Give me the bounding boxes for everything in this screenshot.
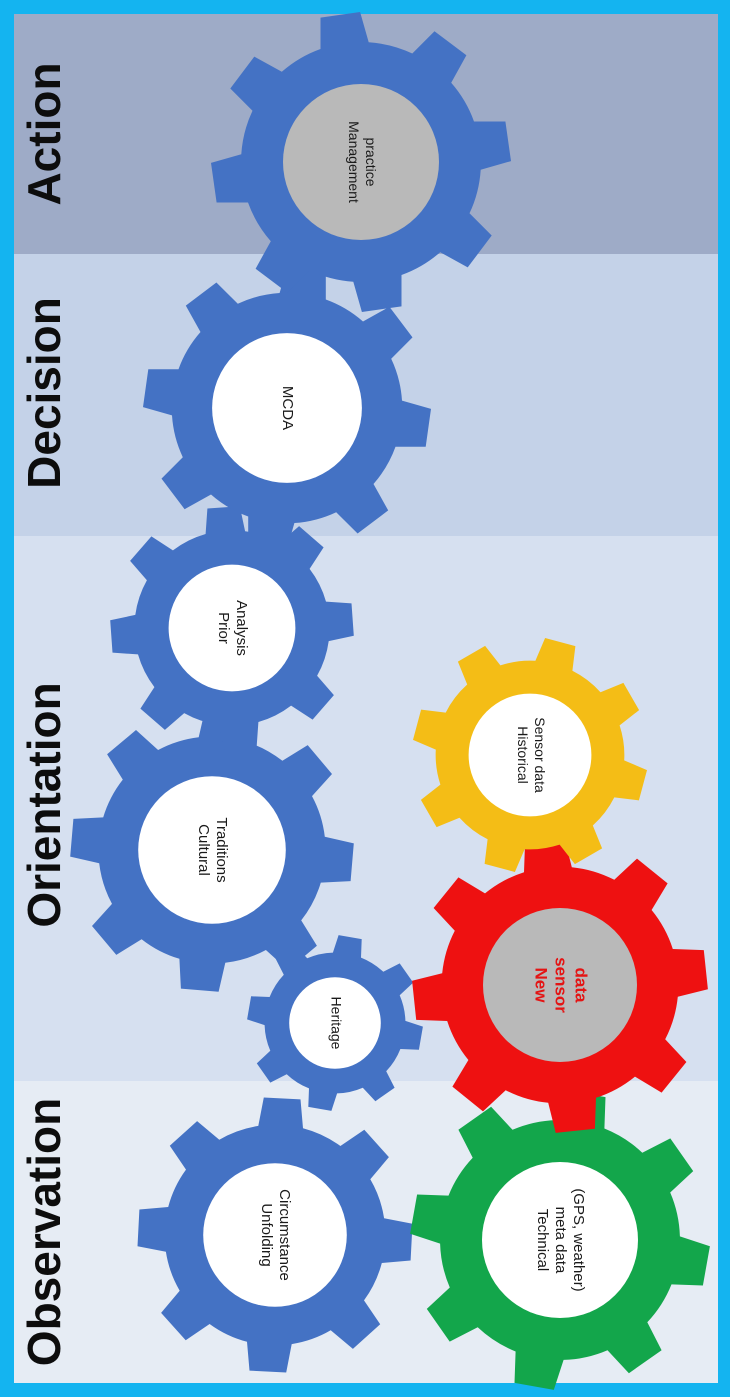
gear-label: Traditions [213, 817, 230, 882]
gear-label: Circumstance [276, 1189, 293, 1281]
gear-hub [468, 693, 592, 817]
gear-heritage: Heritage [247, 935, 423, 1111]
gear-label: Historical [515, 726, 531, 784]
gear-label: Prior [215, 612, 232, 644]
gear-label: data [572, 968, 591, 1004]
gear-label: MCDA [279, 386, 296, 430]
gear-label: Sensor data [532, 717, 548, 793]
stage-label-orientation: Orientation [18, 682, 70, 927]
gear-hub [289, 977, 381, 1069]
gear-mcda: MCDA [143, 264, 431, 552]
gear-hub [138, 776, 286, 924]
gear-label: Technical [534, 1209, 551, 1272]
gear-label: sensor [552, 957, 571, 1013]
gear-hub [168, 564, 296, 692]
gear-hub [203, 1163, 347, 1307]
gear-label: practice [363, 137, 379, 186]
gear-hub [212, 333, 362, 483]
gear-label: (GPS, weather) [570, 1188, 587, 1291]
gear-label: Analysis [233, 600, 250, 656]
gear-label: meta data [552, 1207, 569, 1274]
gear-label: Cultural [195, 824, 212, 876]
gear-label: New [532, 968, 551, 1004]
gear-hub [483, 908, 637, 1062]
gear-label: Management [346, 121, 362, 203]
gear-hub [283, 84, 439, 240]
gear-hub [482, 1162, 638, 1318]
stage-label-observation: Observation [18, 1098, 70, 1366]
stage-label-action: Action [18, 62, 70, 205]
stage-label-decision: Decision [18, 297, 70, 489]
gear-label: Unfolding [258, 1203, 275, 1266]
gear-label: Heritage [328, 997, 344, 1050]
